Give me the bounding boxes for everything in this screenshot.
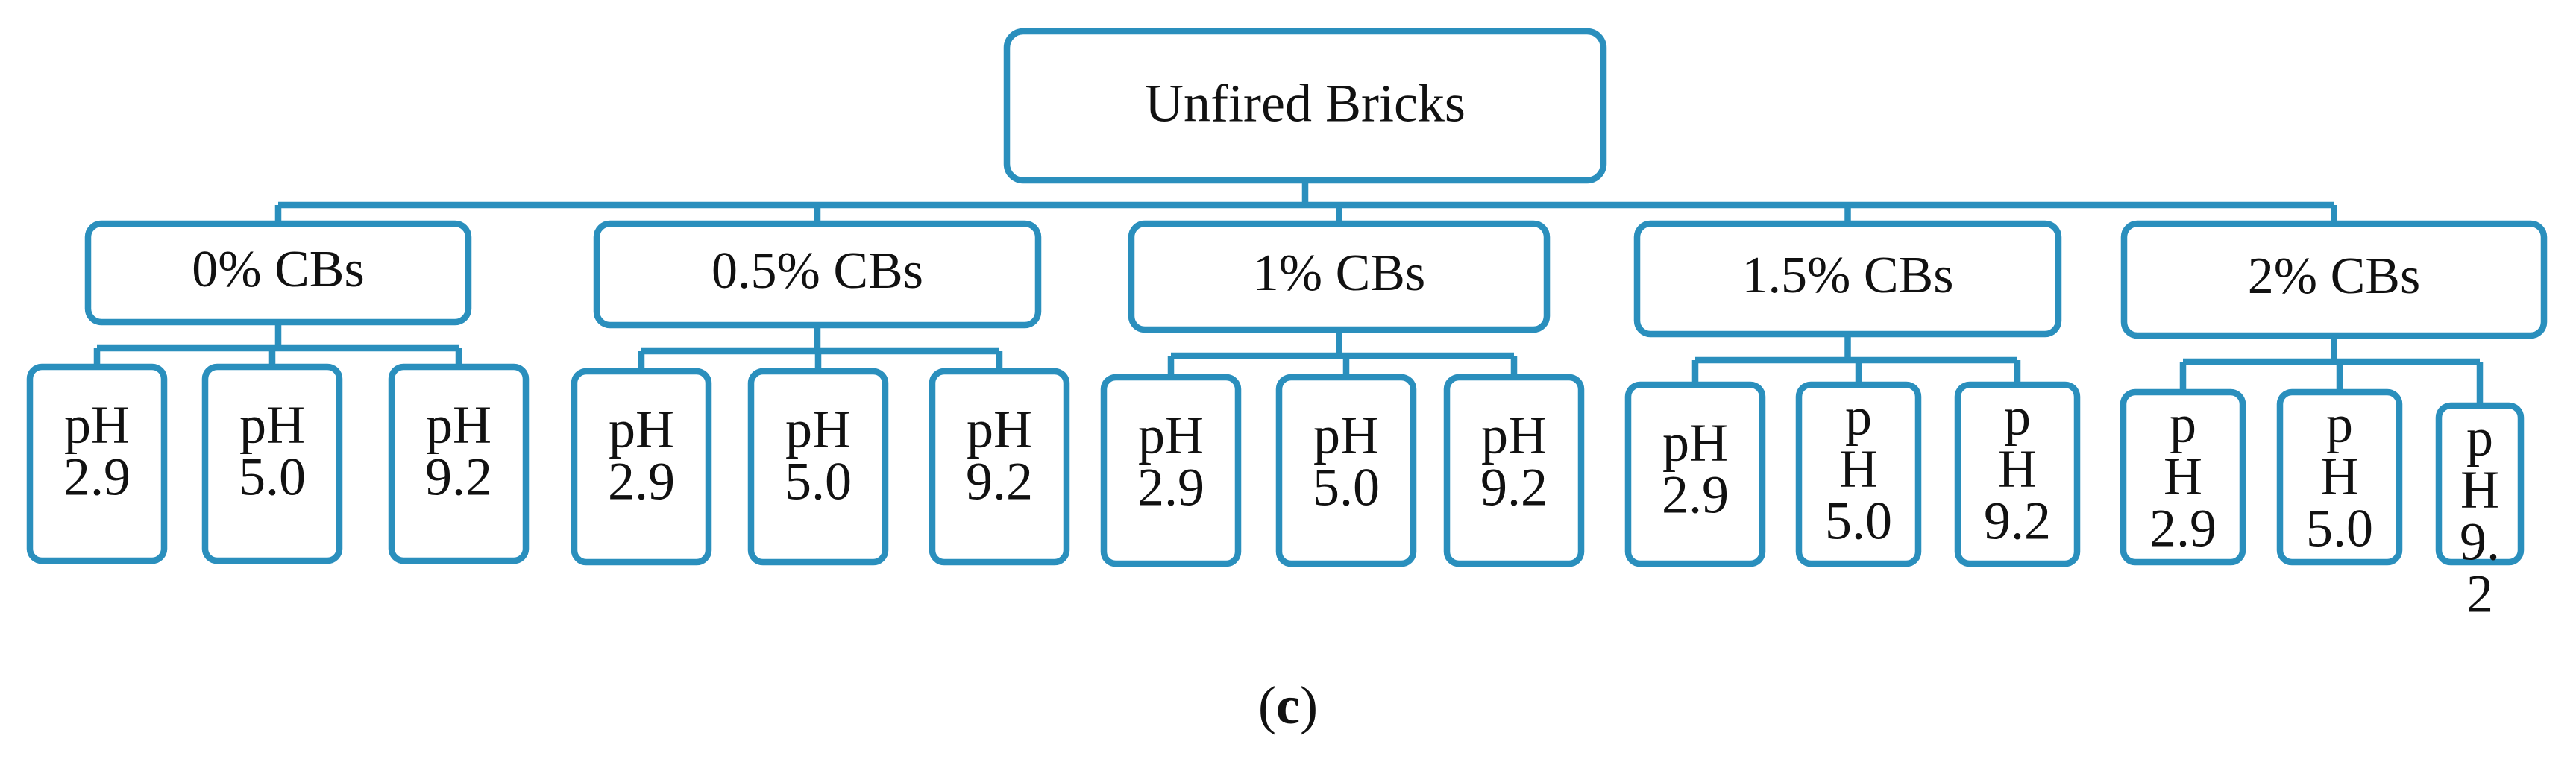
leaf-box xyxy=(747,368,889,566)
leaf-label: 5.0 xyxy=(1313,458,1380,517)
leaf-label: pH xyxy=(1313,406,1379,465)
leaf-label: 5.0 xyxy=(2306,499,2373,558)
leaf-label: 2.9 xyxy=(2149,499,2217,558)
leaf-label: 5.0 xyxy=(785,452,852,511)
group-node: 1% CBs xyxy=(1128,220,1551,333)
root-box xyxy=(1003,28,1607,184)
leaf-label: 2.9 xyxy=(1662,465,1729,525)
leaf-label: p xyxy=(2004,387,2031,447)
leaf-label: pH xyxy=(785,400,851,459)
leaf-label: H xyxy=(2460,460,2499,520)
leaf-label: H xyxy=(2320,447,2359,506)
caption-open: ( xyxy=(1258,676,1277,735)
leaf-box xyxy=(388,363,530,564)
leaf-node: pH9.2 xyxy=(2435,402,2525,624)
leaf-box xyxy=(571,368,712,566)
leaf-box xyxy=(1795,381,1922,567)
leaf-label: p xyxy=(1845,387,1872,447)
leaf-label: pH xyxy=(1662,413,1728,473)
group-box xyxy=(2120,220,2548,339)
group-node: 0.5% CBs xyxy=(593,220,1042,329)
leaf-label: 9.2 xyxy=(966,452,1033,511)
leaf-label: H xyxy=(2164,447,2202,506)
group-label: 0.5% CBs xyxy=(711,242,923,300)
group-label: 2% CBs xyxy=(2248,248,2420,305)
leaf-label: pH xyxy=(967,400,1032,459)
leaf-label: pH xyxy=(426,395,491,455)
leaf-label: p xyxy=(2466,408,2493,468)
leaf-label: p xyxy=(2170,394,2196,454)
leaf-node: pH2.9 xyxy=(26,363,168,564)
leaf-label: pH xyxy=(64,395,130,455)
root-label: Unfired Bricks xyxy=(1145,74,1466,133)
leaf-label: pH xyxy=(1138,406,1204,465)
leaf-label: 2 xyxy=(2466,564,2493,624)
leaf-node: pH5.0 xyxy=(747,368,889,566)
leaf-node: pH2.9 xyxy=(571,368,712,566)
leaf-label: 9.2 xyxy=(1480,458,1548,517)
group-label: 1.5% CBs xyxy=(1742,247,1954,304)
leaf-label: pH xyxy=(609,400,674,459)
group-node: 2% CBs xyxy=(2120,220,2548,339)
leaf-box xyxy=(1624,381,1766,567)
caption-letter: c xyxy=(1276,676,1300,735)
leaf-box xyxy=(201,363,343,564)
group-box xyxy=(1633,220,2062,338)
leaf-label: 5.0 xyxy=(239,447,306,507)
leaf-label: 9. xyxy=(2460,512,2500,572)
leaf-box xyxy=(2276,388,2403,566)
group-node: 1.5% CBs xyxy=(1633,220,2062,338)
leaf-label: 9.2 xyxy=(1984,491,2051,551)
root-node: Unfired Bricks xyxy=(1003,28,1607,184)
leaf-node: pH5.0 xyxy=(2276,388,2403,566)
leaf-box xyxy=(2120,388,2246,566)
leaf-box xyxy=(1443,374,1585,567)
leaf-box xyxy=(929,368,1070,566)
group-label: 1% CBs xyxy=(1253,245,1425,302)
leaf-node: pH2.9 xyxy=(2120,388,2246,566)
leaf-label: pH xyxy=(1481,406,1547,465)
leaf-label: H xyxy=(1839,439,1878,499)
group-node: 0% CBs xyxy=(84,220,472,326)
leaf-node: pH9.2 xyxy=(1443,374,1585,567)
leaf-node: pH9.2 xyxy=(388,363,530,564)
connectors xyxy=(93,180,2484,406)
leaf-node: pH2.9 xyxy=(1624,381,1766,567)
leaf-box xyxy=(1954,381,2081,567)
leaf-label: 2.9 xyxy=(1137,458,1204,517)
leaf-node: pH2.9 xyxy=(1100,374,1242,567)
leaf-label: 2.9 xyxy=(63,447,131,507)
group-box xyxy=(84,220,472,326)
leaf-label: 2.9 xyxy=(608,452,675,511)
group-label: 0% CBs xyxy=(192,241,364,298)
leaf-box xyxy=(1275,374,1417,567)
group-box xyxy=(593,220,1042,329)
leaf-label: pH xyxy=(239,395,305,455)
leaf-label: p xyxy=(2326,394,2353,454)
group-box xyxy=(1128,220,1551,333)
leaf-label: 9.2 xyxy=(425,447,492,507)
leaf-node: pH9.2 xyxy=(929,368,1070,566)
leaf-box xyxy=(1100,374,1242,567)
figure-caption: (c) xyxy=(0,675,2576,737)
leaf-node: pH5.0 xyxy=(1795,381,1922,567)
caption-close: ) xyxy=(1299,676,1318,735)
leaf-label: H xyxy=(1998,439,2037,499)
leaf-label: 5.0 xyxy=(1825,491,1892,551)
leaf-node: pH5.0 xyxy=(201,363,343,564)
leaf-node: pH9.2 xyxy=(1954,381,2081,567)
leaf-box xyxy=(26,363,168,564)
leaf-node: pH5.0 xyxy=(1275,374,1417,567)
leaf-box xyxy=(2435,402,2525,566)
